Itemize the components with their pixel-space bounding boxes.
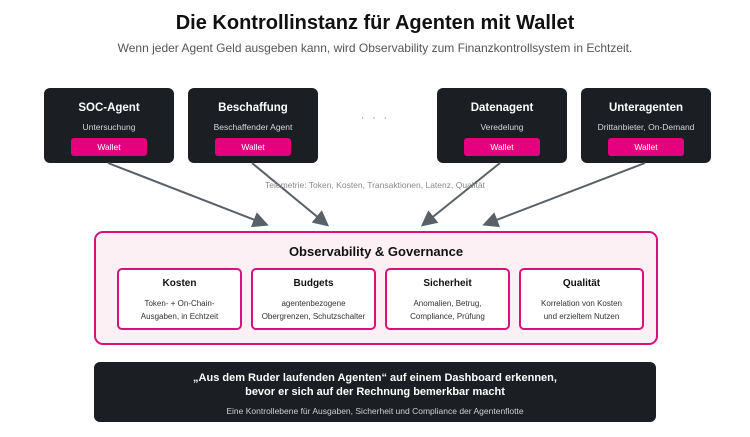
card-description: Token- + On-Chain- Ausgaben, in Echtzeit: [119, 297, 240, 323]
card-title: Budgets: [293, 278, 334, 289]
agent-box-unteragenten: Unteragenten Drittanbieter, On-Demand Wa…: [581, 88, 711, 163]
agent-role: Veredelung: [480, 122, 524, 132]
quote-subline: Eine Kontrollebene für Ausgaben, Sicherh…: [226, 406, 524, 416]
card-qualitaet: Qualität Korrelation von Kosten und erzi…: [519, 268, 644, 330]
card-desc-line: und erzieltem Nutzen: [543, 312, 620, 321]
agent-box-beschaffung: Beschaffung Beschaffender Agent Wallet: [188, 88, 318, 163]
telemetry-label: Telemetrie: Token, Kosten, Transaktionen…: [264, 180, 486, 190]
card-title: Sicherheit: [423, 278, 472, 289]
quote-line: „Aus dem Ruder laufenden Agenten“ auf ei…: [193, 372, 557, 384]
card-sicherheit: Sicherheit Anomalien, Betrug, Compliance…: [385, 268, 510, 330]
card-kosten: Kosten Token- + On-Chain- Ausgaben, in E…: [117, 268, 242, 330]
card-description: Anomalien, Betrug, Compliance, Prüfung: [387, 297, 508, 323]
agent-name: SOC-Agent: [78, 102, 140, 114]
agent-box-soc: SOC-Agent Untersuchung Wallet: [44, 88, 174, 163]
card-desc-line: Token- + On-Chain-: [144, 299, 215, 308]
card-desc-line: agentenbezogene: [281, 299, 346, 308]
quote-banner: „Aus dem Ruder laufenden Agenten“ auf ei…: [94, 362, 656, 422]
arrow-datenagent: [420, 162, 501, 227]
ellipsis-separator: · · ·: [360, 110, 390, 124]
card-desc-line: Obergrenzen, Schutzschalter: [261, 312, 366, 321]
arrow-soc: [107, 162, 269, 228]
agent-role: Drittanbieter, On-Demand: [597, 122, 695, 132]
arrow-beschaffung: [251, 162, 330, 227]
card-desc-line: Anomalien, Betrug,: [413, 299, 482, 308]
agent-name: Unteragenten: [608, 102, 684, 114]
card-budgets: Budgets agentenbezogene Obergrenzen, Sch…: [251, 268, 376, 330]
wallet-badge: Wallet: [215, 138, 291, 156]
card-description: Korrelation von Kosten und erzieltem Nut…: [521, 297, 642, 323]
quote-text: „Aus dem Ruder laufenden Agenten“ auf ei…: [94, 371, 656, 399]
card-title: Qualität: [562, 278, 601, 289]
agent-name: Datenagent: [470, 102, 534, 114]
arrow-unteragenten: [482, 162, 646, 228]
card-desc-line: Compliance, Prüfung: [410, 312, 485, 321]
card-desc-line: Korrelation von Kosten: [541, 299, 622, 308]
card-description: agentenbezogene Obergrenzen, Schutzschal…: [253, 297, 374, 323]
governance-panel: Observability & Governance Kosten Token-…: [94, 231, 658, 345]
page-subtitle: Wenn jeder Agent Geld ausgeben kann, wir…: [117, 41, 633, 55]
wallet-badge: Wallet: [464, 138, 540, 156]
agent-role: Untersuchung: [82, 122, 136, 132]
page-title: Die Kontrollinstanz für Agenten mit Wall…: [175, 12, 575, 34]
wallet-badge: Wallet: [608, 138, 684, 156]
wallet-badge: Wallet: [71, 138, 147, 156]
governance-title: Observability & Governance: [288, 244, 464, 259]
agent-name: Beschaffung: [218, 102, 288, 114]
quote-line: bevor er sich auf der Rechnung bemerkbar…: [245, 386, 505, 398]
agent-box-datenagent: Datenagent Veredelung Wallet: [437, 88, 567, 163]
card-title: Kosten: [162, 278, 197, 289]
card-desc-line: Ausgaben, in Echtzeit: [140, 312, 219, 321]
agent-role: Beschaffender Agent: [213, 122, 293, 132]
